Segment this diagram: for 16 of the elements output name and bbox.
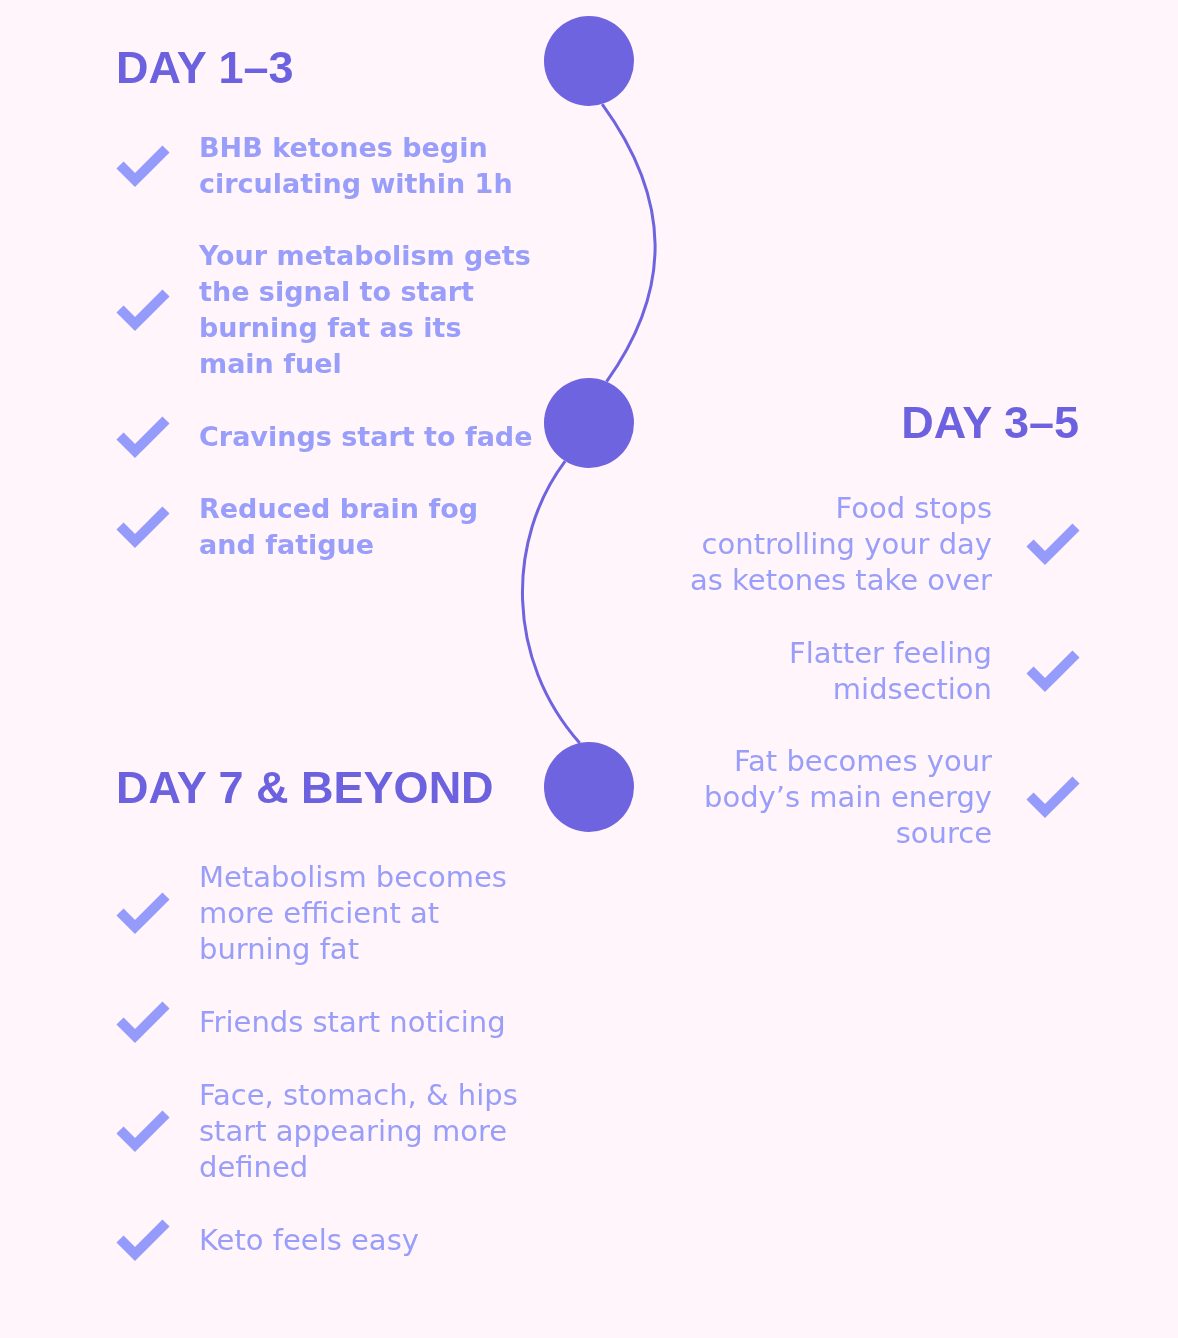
benefit-text: Food stops controlling your day as ketones take over: [689, 490, 992, 598]
phase-heading: DAY 3–5: [901, 400, 1079, 445]
benefit-text: Your metabolism gets the signal to start burning fat as its main fuel: [199, 239, 532, 381]
benefit-text: Face, stomach, & hips start appearing more defined: [199, 1077, 519, 1185]
benefit-text: Fat becomes your body’s main energy source: [703, 743, 992, 851]
benefit-text: Flatter feeling midsection: [787, 635, 992, 707]
benefit-text: Reduced brain fog and fatigue: [199, 492, 480, 562]
connector-line: [600, 103, 657, 383]
benefit-text: Keto feels easy: [199, 1222, 420, 1258]
benefit-text: Cravings start to fade: [199, 420, 534, 454]
benefit-text: BHB ketones begin circulating within 1h: [199, 131, 514, 201]
connector-line: [521, 460, 581, 744]
benefit-text: Friends start noticing: [199, 1004, 507, 1040]
benefit-text: Metabolism becomes more efficient at burning fat: [199, 859, 508, 967]
phase-heading: DAY 7 & BEYOND: [116, 765, 494, 810]
phase-heading: DAY 1–3: [116, 45, 294, 90]
